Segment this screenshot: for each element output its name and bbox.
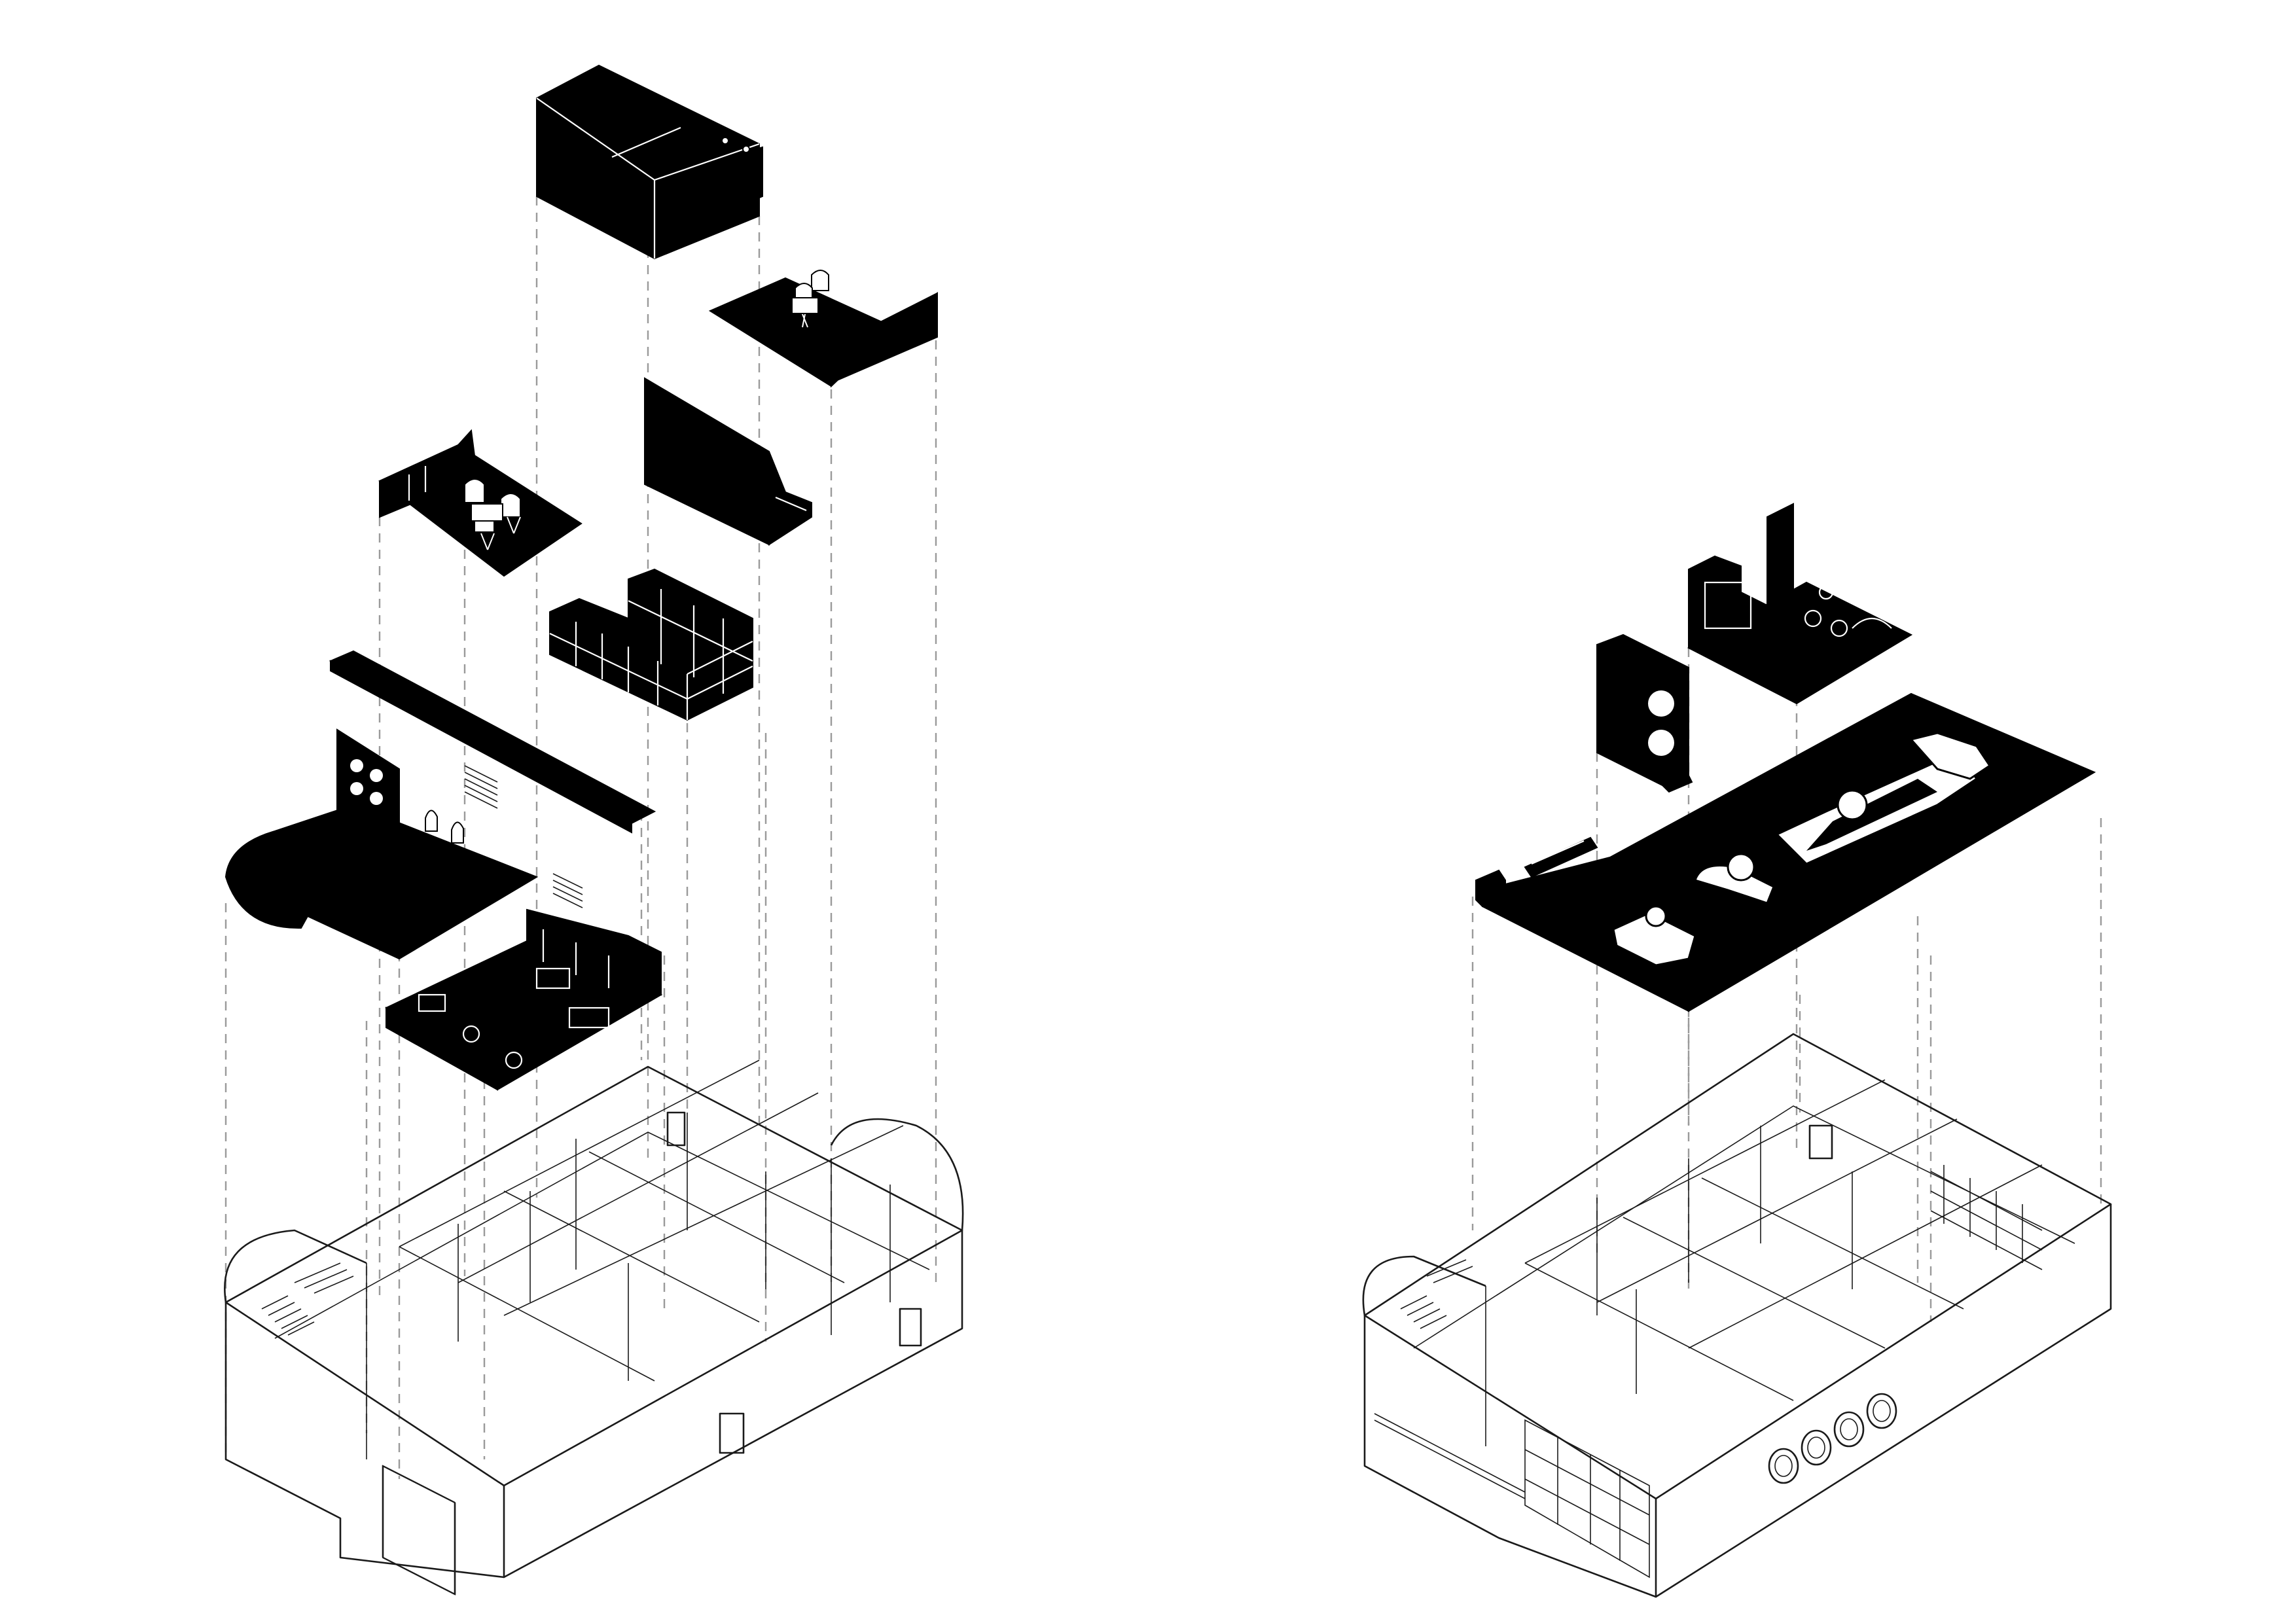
bed-icon xyxy=(1612,905,1696,967)
bath-module xyxy=(1687,503,1913,705)
living-furniture xyxy=(385,908,663,1091)
sofa-icon xyxy=(1775,732,1992,865)
dining-module-upper xyxy=(708,270,938,388)
dining-module xyxy=(378,429,583,577)
shelf-grid xyxy=(549,589,753,720)
door-entrance xyxy=(382,1465,456,1596)
armchair-icon xyxy=(1694,853,1775,904)
furniture-slab xyxy=(1480,692,2096,1012)
bookshelf-block xyxy=(549,568,753,721)
porthole-windows xyxy=(1768,1393,1897,1484)
entry-bench xyxy=(1475,836,1598,908)
porthole-icon xyxy=(1801,1429,1832,1466)
porthole-icon xyxy=(1768,1448,1799,1484)
rail-icon xyxy=(1374,1413,1526,1499)
exploded-axonometric-left xyxy=(224,64,964,1596)
pergola-grid xyxy=(1930,1165,2043,1270)
staircase xyxy=(261,1262,354,1336)
building-shell-right xyxy=(1362,1033,2112,1598)
burner-icons xyxy=(350,759,383,805)
porthole-panel xyxy=(1596,633,1693,793)
vent-grille xyxy=(464,765,583,908)
staircase xyxy=(1400,1259,1473,1329)
wall-panel xyxy=(644,377,812,546)
window-icon xyxy=(666,1111,686,1147)
porthole-icon xyxy=(1833,1411,1865,1448)
window-icon xyxy=(899,1308,922,1347)
chair-icon xyxy=(425,810,464,844)
window-icon xyxy=(1808,1124,1833,1160)
window-grid xyxy=(1524,1419,1650,1578)
kitchen-counter xyxy=(224,728,539,960)
shelf-beam xyxy=(329,650,656,834)
wardrobe-volume xyxy=(536,64,763,260)
building-shell-left xyxy=(224,1060,964,1596)
exploded-axonometric-right xyxy=(1362,503,2112,1598)
porthole-icon xyxy=(1866,1393,1897,1429)
window-icon xyxy=(719,1412,745,1454)
